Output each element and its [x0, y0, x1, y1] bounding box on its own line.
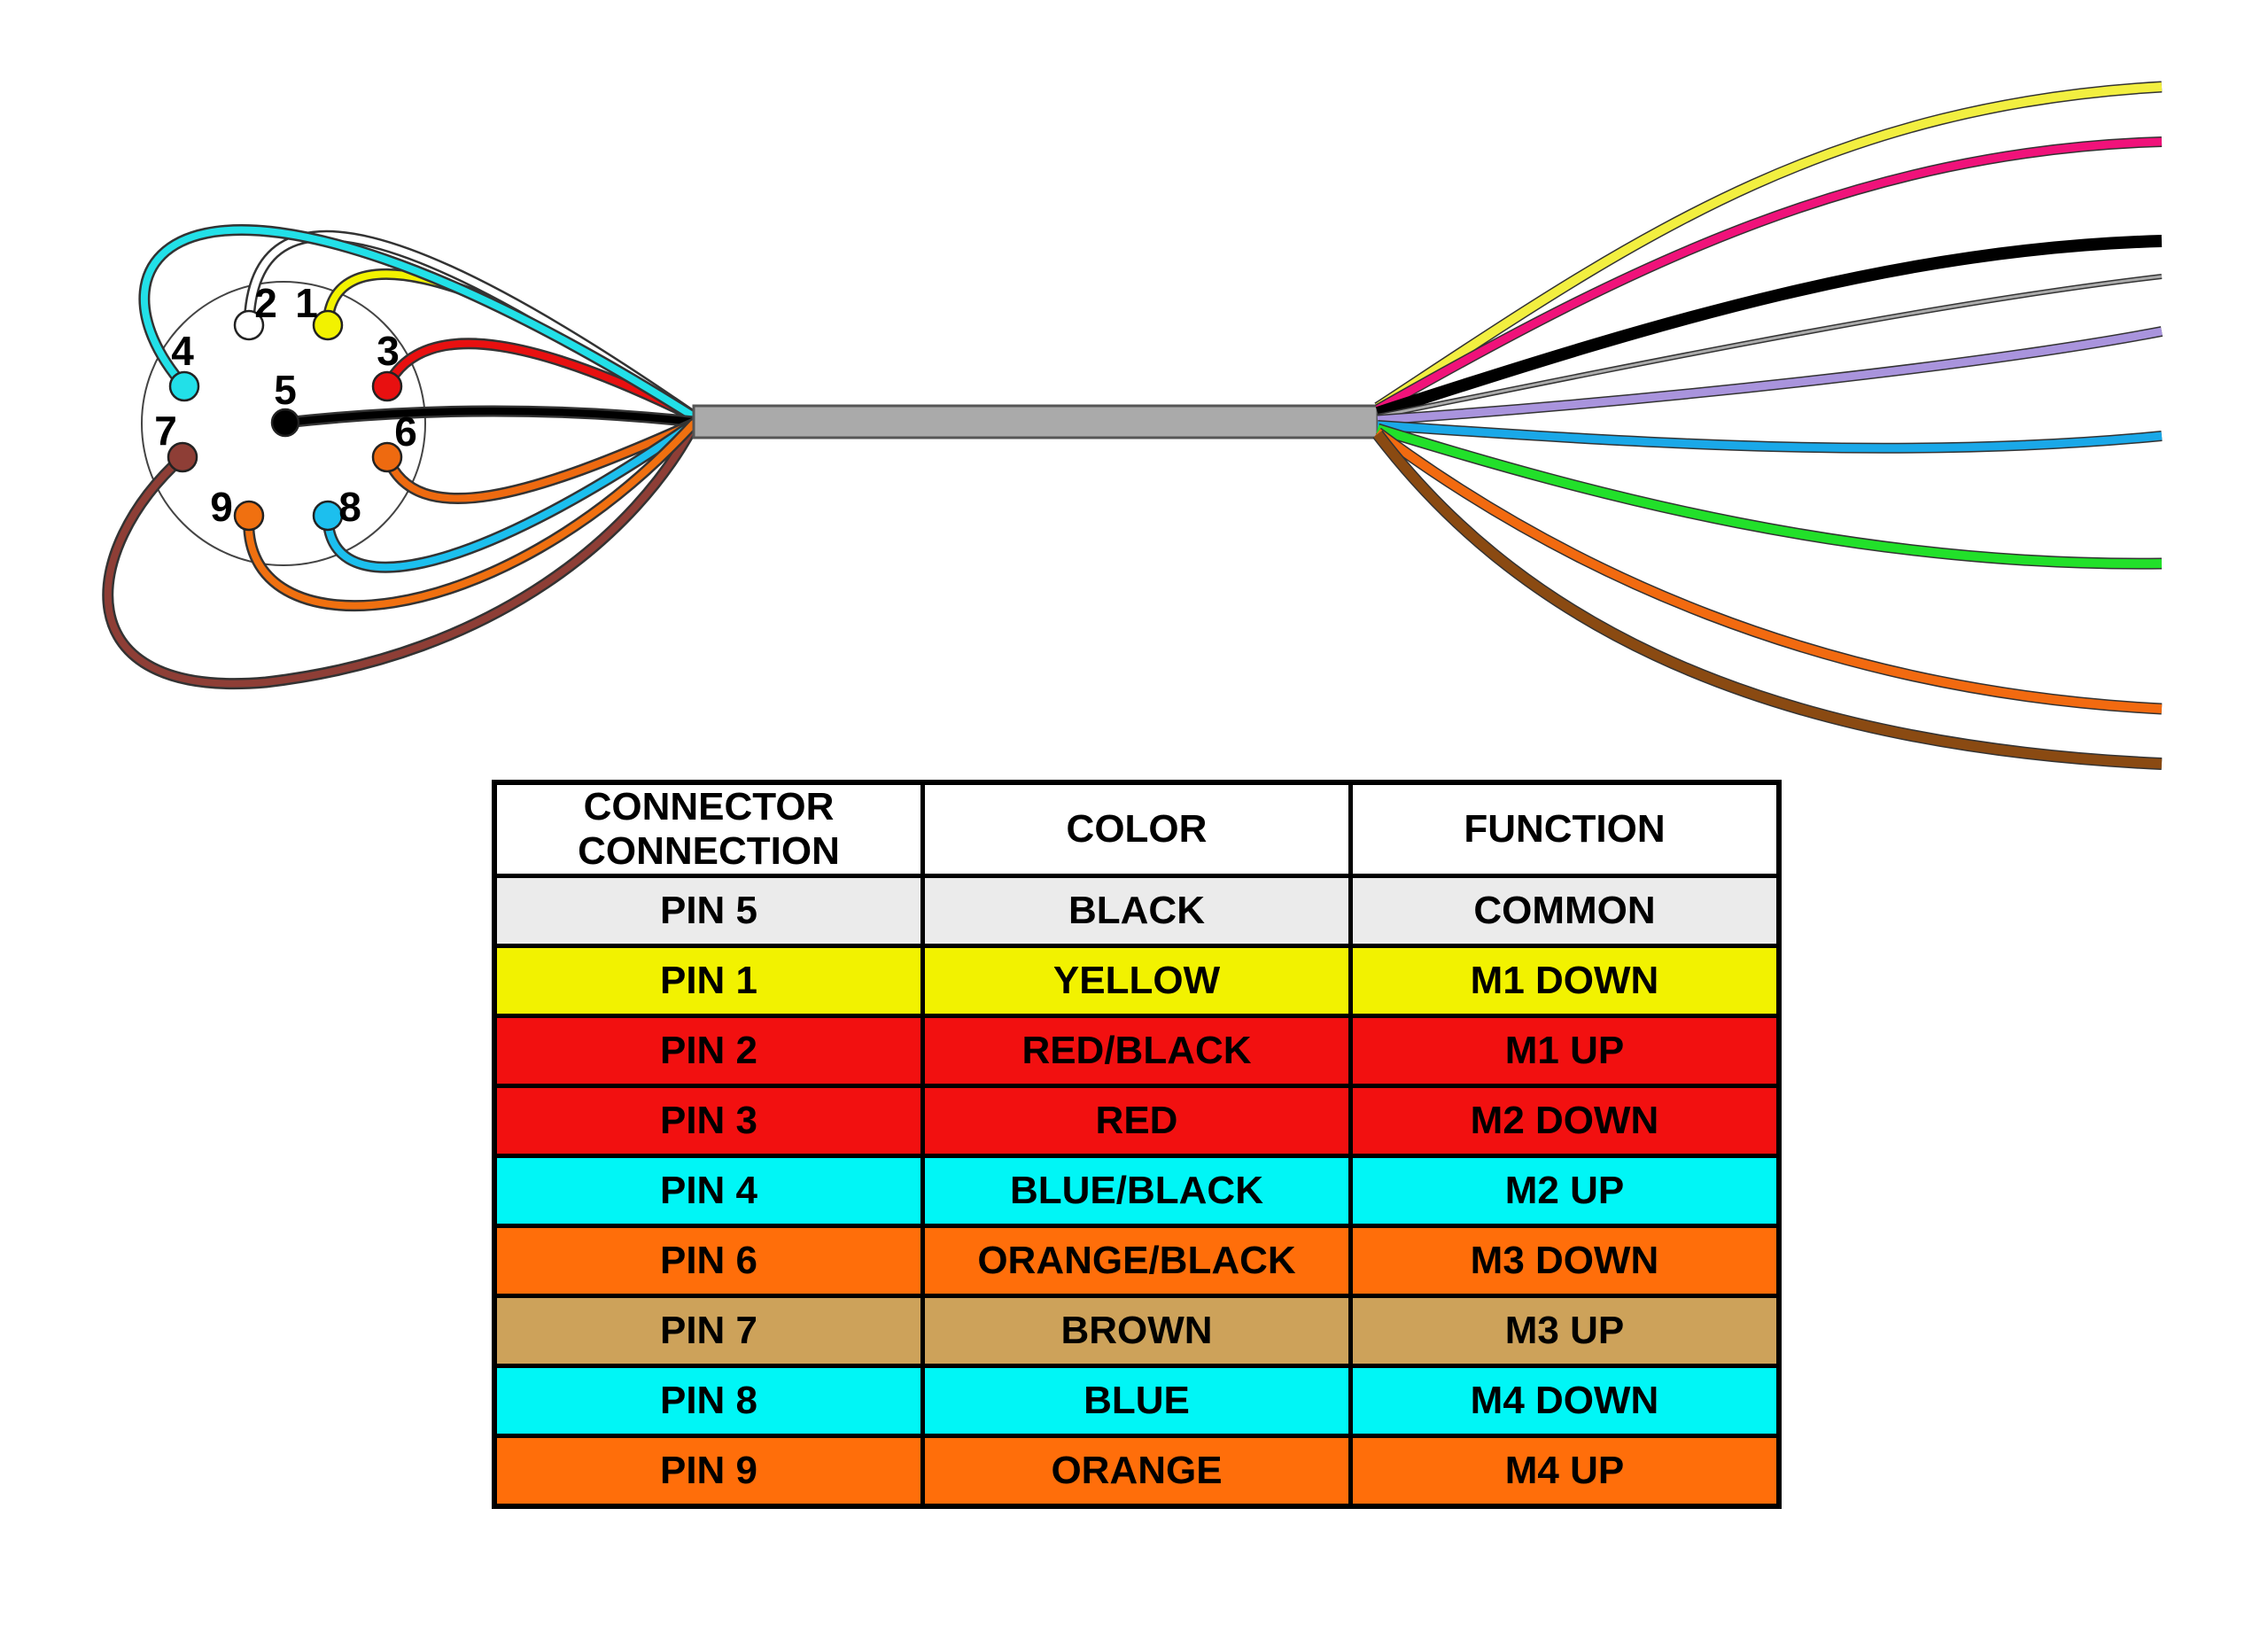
pin-9-dot — [233, 500, 265, 532]
cell-color: BLUE/BLACK — [920, 1154, 1353, 1228]
cell-color: BLACK — [920, 874, 1353, 948]
fanout-wire-4 — [1377, 275, 2163, 418]
pin-6-label: 6 — [394, 408, 417, 455]
pin-4-label: 4 — [171, 328, 194, 374]
header-connector: CONNECTOR CONNECTION — [492, 780, 925, 878]
cell-pin: PIN 4 — [492, 1154, 925, 1228]
table-header-row: CONNECTOR CONNECTION COLOR FUNCTION — [492, 780, 1782, 878]
cell-function: M4 DOWN — [1348, 1364, 1782, 1438]
header-color: COLOR — [920, 780, 1353, 878]
cell-function: M1 DOWN — [1348, 944, 1782, 1018]
pin-5-dot — [270, 408, 300, 438]
wire-pin-7 — [104, 422, 697, 688]
cell-function: M1 UP — [1348, 1014, 1782, 1088]
cell-color: BROWN — [920, 1294, 1353, 1368]
cell-pin: PIN 8 — [492, 1364, 925, 1438]
pin-2-dot — [233, 309, 265, 341]
cable-sheath — [692, 404, 1379, 439]
fanout-wire-6 — [1377, 421, 2163, 453]
cell-color: BLUE — [920, 1364, 1353, 1438]
cell-function: M2 UP — [1348, 1154, 1782, 1228]
pin-1-dot — [312, 309, 344, 341]
cell-pin: PIN 2 — [492, 1014, 925, 1088]
pin-4-dot — [168, 370, 200, 402]
wiring-diagram: 12 3 4 5 6 7 8 9 — [102, 81, 2163, 770]
pin-8-label: 8 — [338, 484, 361, 530]
cell-pin: PIN 6 — [492, 1224, 925, 1298]
wire-pin-4 — [140, 226, 697, 420]
cell-color: ORANGE/BLACK — [920, 1224, 1353, 1298]
cell-color: YELLOW — [920, 944, 1353, 1018]
cell-pin: PIN 1 — [492, 944, 925, 1018]
cell-pin: PIN 3 — [492, 1084, 925, 1158]
wire-pin-2 — [245, 232, 697, 420]
cell-color: RED — [920, 1084, 1353, 1158]
fanout-wire-9 — [1373, 431, 2163, 769]
fanout-wire-3 — [1375, 235, 2163, 419]
wire-pin-3 — [384, 339, 697, 420]
fanout-wire-1 — [1375, 82, 2163, 412]
pin-6-dot — [371, 441, 403, 473]
cell-pin: PIN 9 — [492, 1434, 925, 1509]
cell-pin: PIN 5 — [492, 874, 925, 948]
fanout-wire-2 — [1375, 137, 2163, 413]
wire-pin-5 — [282, 407, 697, 426]
pin-3-label: 3 — [377, 328, 400, 374]
pin-5-label: 5 — [274, 367, 297, 413]
cell-function: M4 UP — [1348, 1434, 1782, 1509]
pin-2-label: 2 — [254, 280, 277, 326]
cell-function: M3 DOWN — [1348, 1224, 1782, 1298]
fanout-wire-8 — [1375, 428, 2163, 713]
pin-7-label: 7 — [154, 408, 177, 454]
cell-function: M2 DOWN — [1348, 1084, 1782, 1158]
fanout-wire-5 — [1377, 327, 2163, 424]
pin-1-label: 1 — [295, 280, 318, 326]
pin-function-table: CONNECTOR CONNECTION COLOR FUNCTION PIN … — [492, 780, 1782, 1509]
wire-pin-9 — [245, 420, 697, 610]
connector-wires — [102, 224, 700, 690]
cell-function: M3 UP — [1348, 1294, 1782, 1368]
wire-pin-6 — [384, 420, 697, 502]
pin-8-dot — [312, 500, 344, 532]
cell-color: ORANGE — [920, 1434, 1353, 1509]
fanout-wire-outline-8 — [1374, 427, 2163, 715]
connector-pins: 12 3 4 5 6 7 8 9 — [154, 280, 417, 532]
fanout-wire-7 — [1376, 424, 2163, 569]
cell-function: COMMON — [1348, 874, 1782, 948]
fanout-wire-outline-9 — [1372, 430, 2163, 770]
cell-pin: PIN 7 — [492, 1294, 925, 1368]
pin-9-label: 9 — [210, 484, 233, 530]
pin-7-dot — [167, 441, 198, 473]
pin-3-dot — [371, 370, 403, 402]
header-function: FUNCTION — [1348, 780, 1782, 878]
cell-color: RED/BLACK — [920, 1014, 1353, 1088]
fanout-wires — [1372, 81, 2163, 770]
wire-pin-8 — [324, 420, 697, 571]
